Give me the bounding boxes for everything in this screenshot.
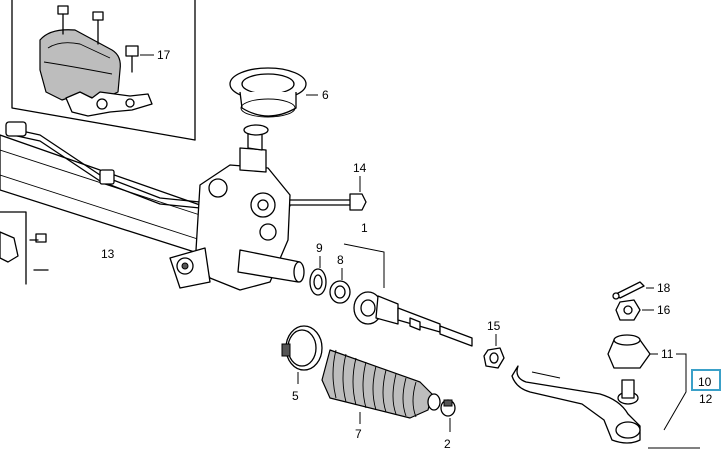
callout-10-highlight (691, 369, 721, 391)
callout-15: 15 (487, 319, 501, 333)
castle-nut-16[interactable] (615, 299, 641, 321)
boot-band-5[interactable] (281, 325, 323, 371)
callout-12: 12 (699, 392, 713, 406)
callout-10[interactable]: 10 (698, 375, 712, 389)
rack-cover-shield[interactable] (39, 29, 153, 117)
inset-frame (11, 0, 196, 141)
tie-rod-1[interactable] (353, 291, 473, 347)
bolt-14[interactable] (289, 193, 367, 211)
inset-bolt-mid[interactable] (92, 11, 104, 45)
cotter-pin-18[interactable] (612, 281, 645, 300)
tie-rod-end[interactable] (511, 365, 641, 444)
callout-13: 13 (101, 247, 115, 261)
inset-bolt-top[interactable] (57, 5, 69, 35)
callout-8: 8 (337, 253, 344, 267)
valve-body-pinion[interactable] (169, 124, 305, 291)
callout-7: 7 (355, 427, 362, 441)
dust-seal-6[interactable] (229, 67, 307, 118)
callout-17: 17 (157, 48, 171, 62)
rack-boot-7[interactable] (321, 349, 441, 419)
bolt-17[interactable] (125, 45, 139, 73)
lock-washer-8[interactable] (329, 280, 351, 304)
callout-2: 2 (444, 437, 451, 451)
washer-9[interactable] (309, 268, 327, 296)
callout-5: 5 (292, 389, 299, 403)
callout-16: 16 (657, 303, 671, 317)
callout-1: 1 (361, 221, 368, 235)
mount-bracket-left[interactable] (0, 211, 49, 285)
ball-joint-boot-11[interactable] (607, 334, 651, 369)
boot-clip-2[interactable] (440, 399, 456, 417)
callout-11: 11 (661, 347, 674, 361)
callout-14: 14 (353, 161, 367, 175)
callout-9: 9 (316, 241, 323, 255)
callout-18: 18 (657, 281, 671, 295)
callout-6: 6 (322, 88, 329, 102)
lock-nut-15[interactable] (483, 347, 505, 369)
rack-housing-13[interactable] (0, 121, 291, 263)
